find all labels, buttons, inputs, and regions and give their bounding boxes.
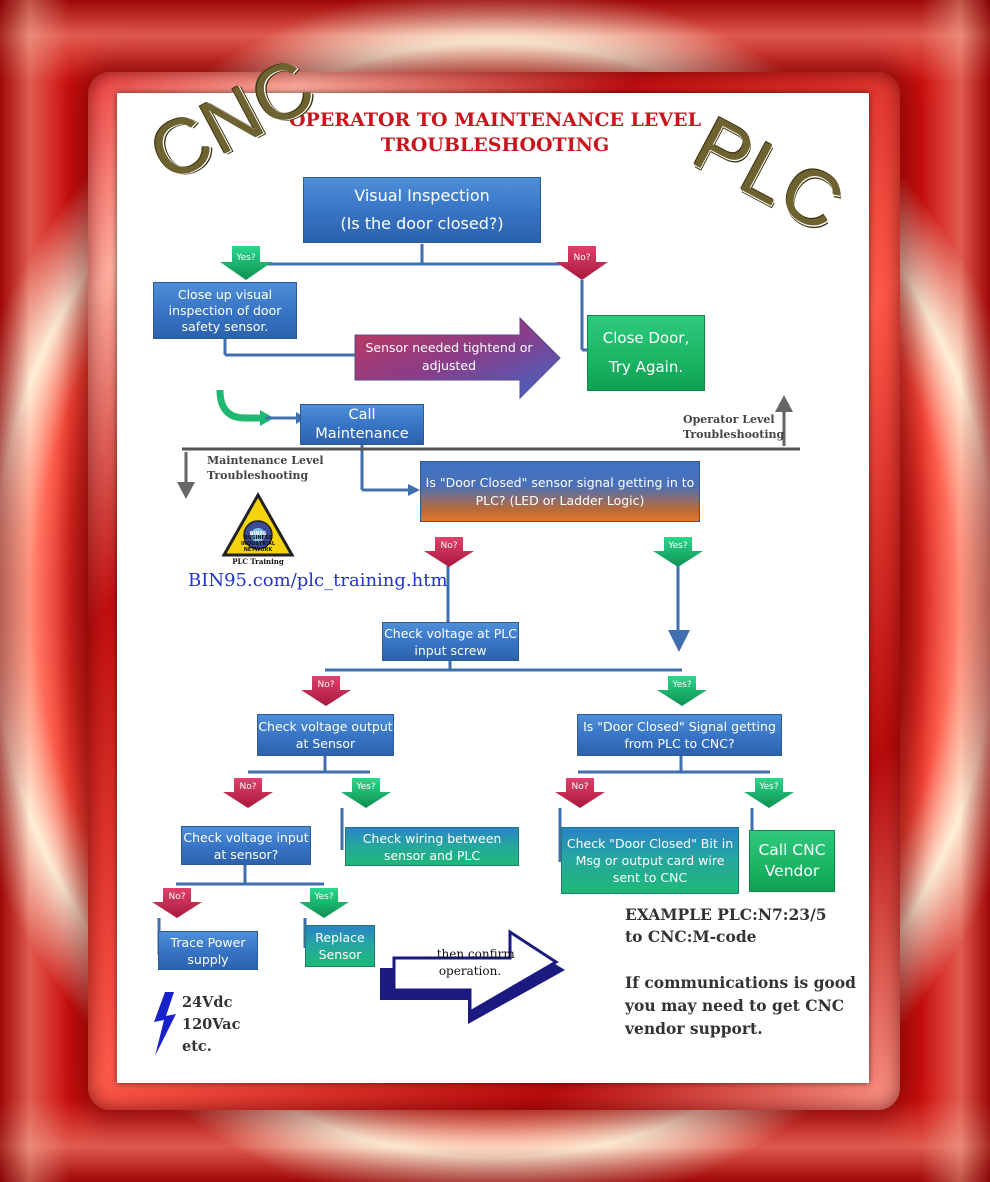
- plc-to-cnc-box: Is "Door Closed" Signal getting from PLC…: [577, 714, 782, 756]
- logo-caption: PLC Training: [232, 557, 284, 566]
- comms-note-line2: you may need to get CNC: [625, 996, 845, 1015]
- call-maintenance-line2: Maintenance: [315, 425, 409, 442]
- power-note-120vac: 120Vac: [182, 1016, 241, 1033]
- operator-level-label: Operator Level Troubleshooting: [683, 413, 785, 441]
- close-door-box: Close Door, Try Again.: [587, 315, 705, 391]
- check-voltage-output-box: Check voltage output at Sensor: [257, 714, 394, 756]
- confirm-operation-label: ...then confirm operation.: [425, 947, 515, 978]
- close-door-line2: Try Again.: [608, 358, 684, 376]
- no-tag: No?: [573, 253, 591, 263]
- operator-up-arrow-head: [775, 395, 793, 412]
- replace-sensor-box: Replace Sensor: [305, 925, 375, 967]
- visual-inspection-box: Visual Inspection (Is the door closed?): [303, 177, 541, 243]
- example-note-line2: to CNC:M-code: [625, 927, 757, 946]
- close-door-line1: Close Door,: [602, 329, 690, 347]
- no-tag: No?: [571, 782, 589, 792]
- yes-tag: Yes?: [759, 782, 779, 792]
- page-title-line2: TROUBLESHOOTING: [380, 134, 610, 156]
- yes-tag: Yes?: [236, 253, 256, 263]
- check-wiring-box: Check wiring between sensor and PLC: [345, 827, 519, 866]
- yes-tag: Yes?: [668, 541, 688, 551]
- arrowhead-down-yes: [668, 630, 690, 652]
- comms-note-line3: vendor support.: [625, 1019, 763, 1038]
- no-tag: No?: [239, 782, 257, 792]
- lightning-icon: [154, 992, 176, 1056]
- sensor-adjust-arrow: [354, 316, 561, 400]
- close-up-inspection-box: Close up visual inspection of door safet…: [153, 282, 297, 339]
- training-url-link[interactable]: BIN95.com/plc_training.htm: [188, 570, 448, 591]
- check-voltage-input-box: Check voltage input at sensor?: [181, 826, 311, 865]
- maintenance-down-arrow-head: [177, 482, 195, 499]
- yes-tag: Yes?: [672, 680, 692, 690]
- call-maintenance-box: Call Maintenance: [300, 404, 424, 445]
- page-title-line1: OPERATOR TO MAINTENANCE LEVEL: [289, 109, 701, 131]
- check-door-bit-box: Check "Door Closed" Bit in Msg or output…: [561, 827, 739, 894]
- sensor-adjust-label: Sensor needed tightend or adjusted: [365, 340, 533, 373]
- logo-ring-text: BUSINESS INDUSTRIAL NETWORK: [240, 535, 276, 553]
- yes-tag: Yes?: [314, 892, 334, 902]
- power-note-etc: etc.: [182, 1038, 212, 1055]
- yes-tag: Yes?: [356, 782, 376, 792]
- visual-inspection-line1: Visual Inspection: [354, 186, 490, 205]
- power-note-24vdc: 24Vdc: [182, 994, 233, 1011]
- trace-power-box: Trace Power supply: [158, 931, 258, 970]
- check-voltage-plc-box: Check voltage at PLC input screw: [382, 622, 519, 661]
- no-tag: No?: [168, 892, 186, 902]
- curved-arrow-shaft: [216, 389, 262, 422]
- logo-center: BIN95: [249, 531, 267, 537]
- decision-tag-arrows: [152, 246, 794, 918]
- comms-note-line1: If communications is good: [625, 973, 856, 992]
- bin95-logo: [221, 491, 295, 557]
- example-note-line1: EXAMPLE PLC:N7:23/5: [625, 905, 827, 924]
- call-maintenance-line1: Call: [348, 406, 376, 423]
- no-tag: No?: [317, 680, 335, 690]
- maintenance-level-label: Maintenance Level Troubleshooting: [207, 454, 324, 482]
- arrowhead-question: [408, 484, 420, 496]
- door-closed-signal-plc-box: Is "Door Closed" sensor signal getting i…: [420, 461, 700, 522]
- connector-lines: [157, 244, 770, 955]
- no-tag: No?: [440, 541, 458, 551]
- call-cnc-vendor-box: Call CNC Vendor: [749, 830, 835, 892]
- confirm-arrow: [392, 929, 559, 1015]
- visual-inspection-line2: (Is the door closed?): [340, 214, 504, 233]
